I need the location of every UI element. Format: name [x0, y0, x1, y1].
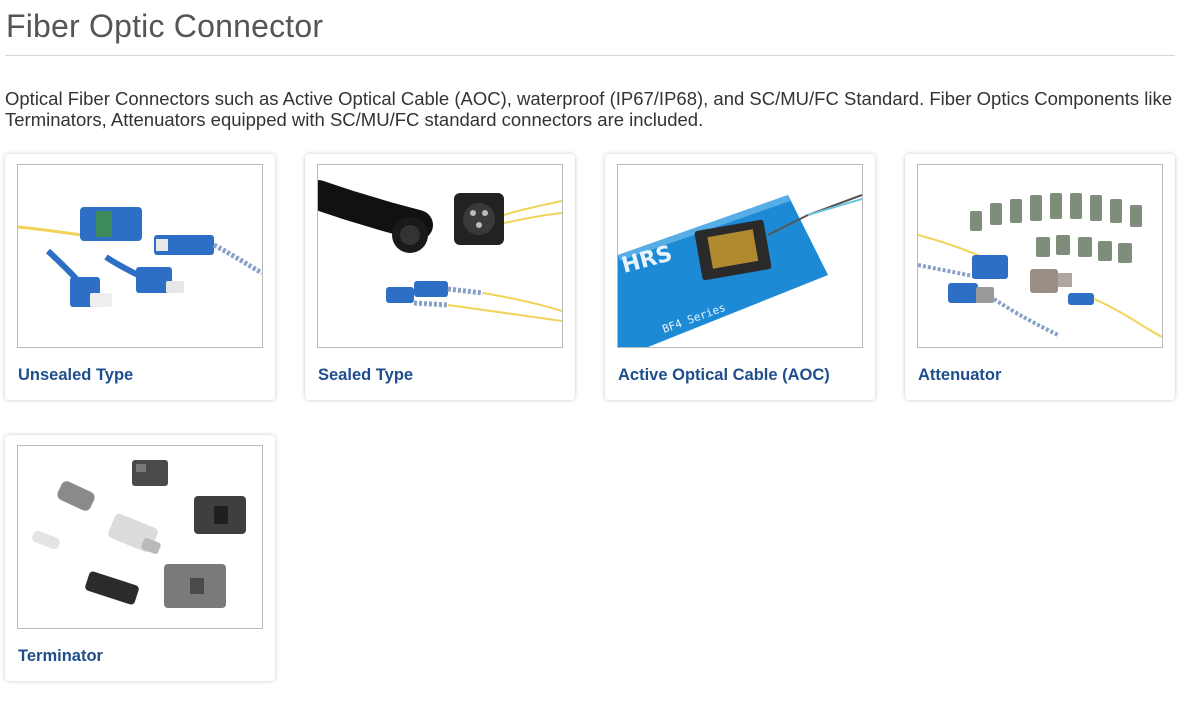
sealed-type-link[interactable]: Sealed Type	[318, 366, 414, 384]
aoc-link[interactable]: Active Optical Cable (AOC)	[618, 366, 830, 384]
unsealed-type-link[interactable]: Unsealed Type	[18, 366, 134, 384]
attenuator-photo	[918, 193, 1162, 338]
category-card-unsealed-type[interactable]: Unsealed Type	[5, 154, 275, 400]
category-card-attenuator[interactable]: Attenuator	[905, 154, 1175, 400]
category-card-aoc[interactable]: HRS BF4 Series Active Optical Cable (AOC…	[605, 154, 875, 400]
aoc-module-photo: HRS BF4 Series	[618, 194, 862, 347]
page-title: Fiber Optic Connector	[6, 8, 324, 44]
attenuator-image[interactable]	[917, 164, 1163, 348]
unsealed-type-image[interactable]	[17, 164, 263, 348]
title-divider	[5, 55, 1175, 56]
terminator-image[interactable]	[17, 445, 263, 629]
sealed-type-image[interactable]	[317, 164, 563, 348]
intro-text: Optical Fiber Connectors such as Active …	[5, 88, 1172, 130]
terminator-photo	[32, 460, 246, 608]
unsealed-type-connector-photo	[18, 207, 262, 307]
aoc-image[interactable]: HRS BF4 Series	[617, 164, 863, 348]
terminator-link[interactable]: Terminator	[18, 647, 103, 665]
category-card-terminator[interactable]: Terminator	[5, 435, 275, 681]
sealed-type-connector-photo	[318, 180, 562, 322]
attenuator-link[interactable]: Attenuator	[918, 366, 1002, 384]
category-card-sealed-type[interactable]: Sealed Type	[305, 154, 575, 400]
